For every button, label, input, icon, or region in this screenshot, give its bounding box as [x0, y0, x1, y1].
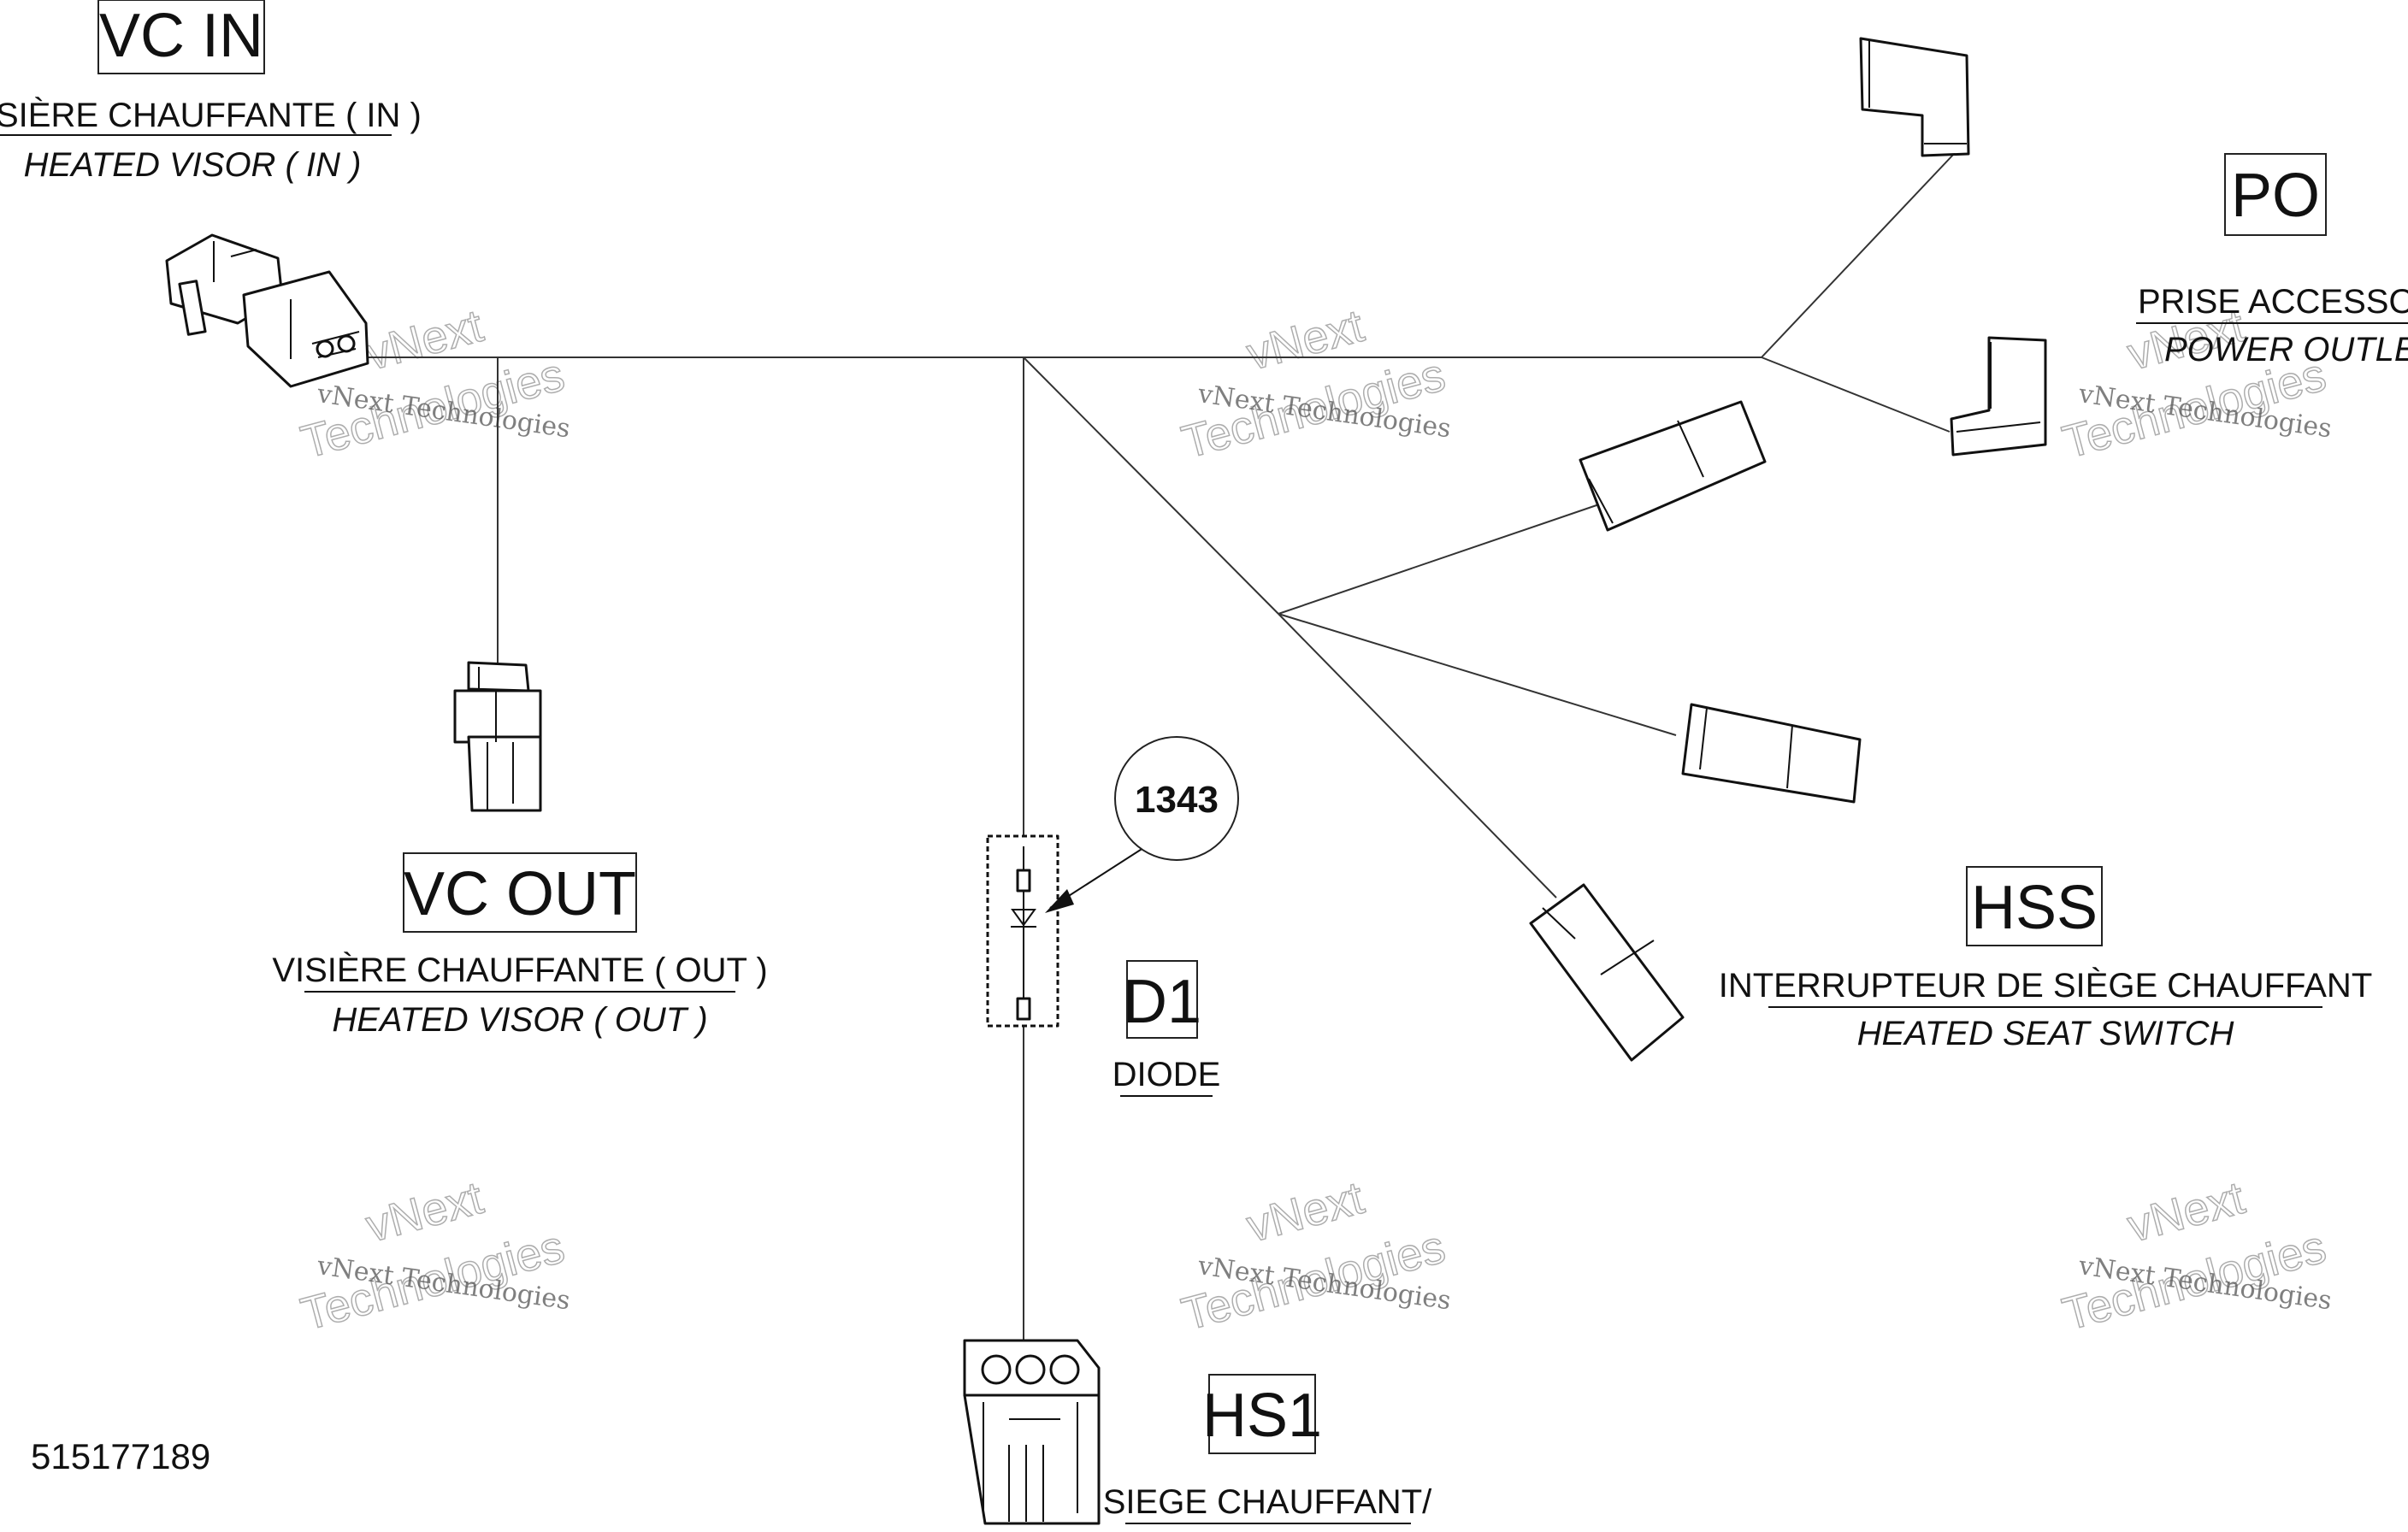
callout-arrowhead [1045, 889, 1074, 913]
connector-hss-1[interactable] [1579, 400, 1767, 532]
tag-box [1966, 866, 2103, 946]
vc-in-latch [178, 280, 207, 336]
watermark: vNext Technologies [1176, 1171, 1451, 1340]
watermark-vnext: vNext [1242, 300, 1369, 380]
wire-po-2 [1761, 356, 1951, 433]
desc-fr-d1: DIODE [1113, 1056, 1221, 1093]
label-d1: D1 DIODE [1113, 960, 1221, 1097]
tag-box [1208, 1374, 1316, 1454]
connector-hs1[interactable] [963, 1339, 1101, 1525]
tag-d1: D1 [1123, 968, 1201, 1036]
diode-d1[interactable] [986, 834, 1059, 1028]
tag-po: PO [2231, 162, 2320, 230]
wire-hss-2 [1278, 613, 1677, 736]
label-vc-out: VC OUT VISIÈRE CHAUFFANTE ( OUT ) HEATED… [272, 852, 768, 1039]
callout-circle [1114, 736, 1239, 861]
watermark-vnext: vNext [361, 1172, 488, 1252]
desc-en-po: POWER OUTLET [2164, 331, 2408, 368]
vc-in-pin [337, 334, 356, 353]
watermark-vnext: vNext [1242, 1172, 1369, 1252]
diode-crimp [1016, 869, 1031, 893]
desc-fr-vc-out: VISIÈRE CHAUFFANTE ( OUT ) [272, 951, 767, 989]
wire-branch-diag [1023, 356, 1279, 615]
hs1-body [963, 1394, 1101, 1525]
hss-1-housing [1579, 400, 1767, 532]
hss-3-housing [1529, 883, 1685, 1062]
tag-vc-in: VC IN [99, 2, 263, 70]
hss-2-housing [1681, 703, 1862, 804]
vc-out-cap [467, 661, 530, 692]
hss-3-details [1542, 907, 1655, 975]
watermark-vnext: vNext [361, 300, 488, 380]
desc-fr-hss: INTERRUPTEUR DE SIÈGE CHAUFFANT [1719, 966, 2373, 1005]
wire-harness [351, 153, 1955, 1351]
connector-vc-in[interactable] [165, 233, 369, 388]
hss-1-details [1588, 420, 1704, 524]
connector-hss-3[interactable] [1529, 883, 1685, 1062]
vc-out-shoulder [453, 689, 542, 744]
vc-out-details [478, 667, 514, 810]
hs1-cavity [1049, 1354, 1080, 1385]
tag-hs1: HS1 [1202, 1382, 1322, 1450]
diode-symbol [1011, 909, 1036, 927]
vc-out-body [467, 735, 542, 812]
tag-box [1126, 960, 1198, 1039]
watermark: vNext Technologies [295, 1171, 570, 1340]
hs1-cavity [981, 1354, 1012, 1385]
wire-hss-1 [1278, 504, 1600, 615]
callout-number: 1343 [1135, 779, 1219, 821]
po-lower-housing [1950, 336, 2047, 457]
callout-1343[interactable]: 1343 [1045, 736, 1239, 913]
diode-crimp [1016, 997, 1031, 1021]
tag-box [97, 0, 265, 74]
label-hs1: HS1 SIEGE CHAUFFANT/ [1103, 1374, 1432, 1524]
watermark-vnext: vNext [2122, 1172, 2250, 1252]
desc-en-vc-in: HEATED VISOR ( IN ) [24, 146, 362, 184]
wire-hss-3 [1278, 613, 1557, 899]
connector-po-lower[interactable] [1950, 336, 2047, 457]
watermark: vNext Technologies [2057, 1171, 2332, 1340]
desc-en-vc-out: HEATED VISOR ( OUT ) [332, 1001, 707, 1039]
desc-en-hss: HEATED SEAT SWITCH [1857, 1015, 2234, 1052]
desc-fr-vc-in: VISIÈRE CHAUFFANTE ( IN ) [0, 96, 422, 134]
label-hss: HSS INTERRUPTEUR DE SIÈGE CHAUFFANT HEAT… [1719, 866, 2373, 1052]
tag-box [403, 852, 637, 933]
document-number: 515177189 [31, 1436, 210, 1476]
vc-in-details [213, 241, 360, 359]
tag-hss: HSS [1971, 874, 2098, 942]
connector-po-top[interactable] [1859, 37, 1970, 157]
hss-2-details [1699, 707, 1793, 789]
hs1-cavity [1015, 1354, 1046, 1385]
po-top-details [1868, 41, 1967, 144]
hs1-details [983, 1402, 1078, 1522]
tag-vc-out: VC OUT [404, 860, 636, 928]
vc-in-housing-front [242, 270, 369, 388]
tag-box [2224, 153, 2327, 236]
po-top-housing [1859, 37, 1970, 157]
wire-po-1 [1761, 153, 1955, 358]
desc-fr-hs1: SIEGE CHAUFFANT/ [1103, 1483, 1432, 1521]
label-po: PO PRISE ACCESSOIRE POWER OUTLET [2136, 153, 2408, 368]
connector-hss-2[interactable] [1681, 703, 1862, 804]
vc-in-pin [316, 339, 334, 358]
watermark: vNext Technologies [1176, 299, 1451, 468]
connector-vc-out[interactable] [453, 661, 542, 812]
label-vc-in: VC IN VISIÈRE CHAUFFANTE ( IN ) HEATED V… [0, 0, 422, 184]
po-lower-details [1956, 342, 2041, 433]
desc-fr-po: PRISE ACCESSOIRE [2138, 283, 2408, 321]
